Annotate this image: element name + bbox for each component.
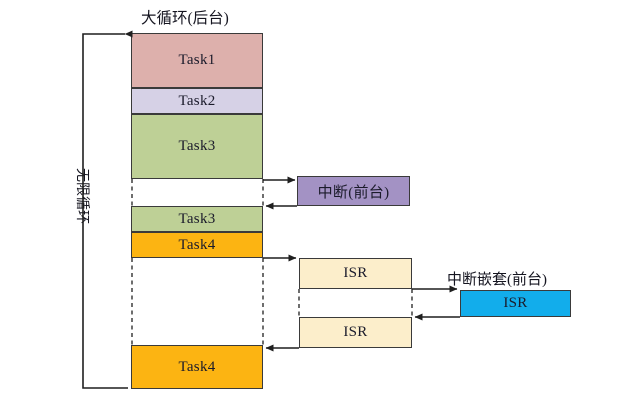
block-task1: Task1 [131,33,263,88]
infinite-loop-label: 无限循环 [74,168,89,224]
block-isr-first: ISR [299,258,412,289]
block-task3-second: Task3 [131,206,263,232]
block-interrupt: 中断(前台) [297,176,410,206]
block-task3-first: Task3 [131,114,263,179]
block-nested-isr: ISR [460,290,571,317]
nested-interrupt-title: 中断嵌套(前台) [447,272,547,288]
block-isr-second: ISR [299,317,412,348]
page-title: 大循环(后台) [141,10,229,27]
block-task4-first: Task4 [131,232,263,258]
block-task4-second: Task4 [131,345,263,389]
block-task2: Task2 [131,88,263,114]
